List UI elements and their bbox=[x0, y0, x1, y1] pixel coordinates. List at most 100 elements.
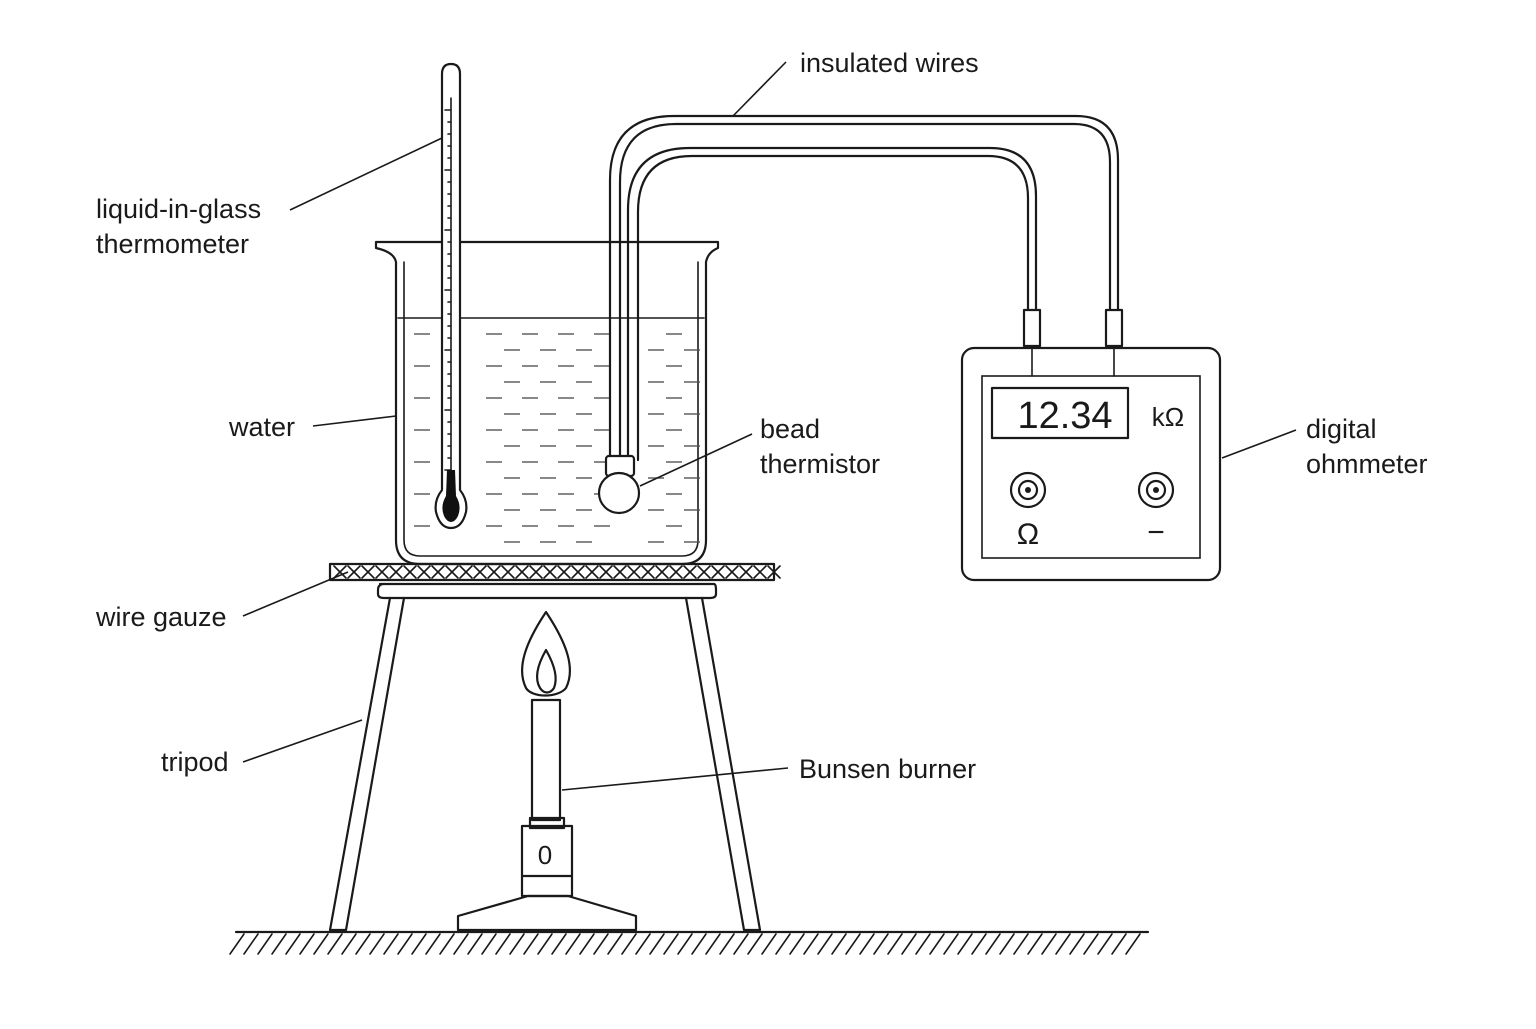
gauze-strand bbox=[445, 565, 459, 579]
label-ohmmeter-line1: digital bbox=[1306, 414, 1377, 444]
hatch-mark bbox=[369, 933, 385, 955]
hatch-mark bbox=[775, 933, 791, 955]
label-thermometer-line1: liquid-in-glass bbox=[96, 194, 261, 224]
hatch-mark bbox=[579, 933, 595, 955]
label-wire-gauze: wire gauze bbox=[95, 602, 227, 632]
hatch-mark bbox=[803, 933, 819, 955]
gauze-strand bbox=[543, 565, 557, 579]
gauze-strand bbox=[711, 565, 725, 579]
gauze-strand bbox=[669, 565, 683, 579]
hatch-mark bbox=[453, 933, 469, 955]
hatch-mark bbox=[999, 933, 1015, 955]
gauze-strand bbox=[725, 565, 739, 579]
hatch-mark bbox=[523, 933, 539, 955]
hatch-mark bbox=[425, 933, 441, 955]
hatch-mark bbox=[985, 933, 1001, 955]
negative-terminal-symbol: − bbox=[1147, 516, 1165, 549]
hatch-mark bbox=[1097, 933, 1113, 955]
beaker bbox=[374, 240, 720, 566]
hatch-mark bbox=[845, 933, 861, 955]
hatch-mark bbox=[509, 933, 525, 955]
gauze-strand bbox=[697, 565, 711, 579]
tripod bbox=[328, 582, 762, 932]
gauze-strand bbox=[585, 565, 599, 579]
hatch-mark bbox=[887, 933, 903, 955]
hatch-mark bbox=[971, 933, 987, 955]
hatch-mark bbox=[229, 933, 245, 955]
hatch-mark bbox=[705, 933, 721, 955]
label-bead-line1: bead bbox=[760, 414, 820, 444]
hatch-mark bbox=[761, 933, 777, 955]
hatch-mark bbox=[957, 933, 973, 955]
gauze-strand bbox=[473, 565, 487, 579]
gauze-strand bbox=[375, 565, 389, 579]
hatch-mark bbox=[1027, 933, 1043, 955]
ohm-terminal-symbol: Ω bbox=[1017, 518, 1039, 551]
label-bunsen-burner: Bunsen burner bbox=[799, 754, 976, 784]
hatch-mark bbox=[607, 933, 623, 955]
hatch-mark bbox=[411, 933, 427, 955]
gauze-strand bbox=[599, 565, 613, 579]
water bbox=[414, 333, 700, 543]
negative-terminal-icon bbox=[1137, 471, 1175, 509]
hatch-mark bbox=[327, 933, 343, 955]
hatch-mark bbox=[1041, 933, 1057, 955]
hatch-mark bbox=[621, 933, 637, 955]
hatch-mark bbox=[495, 933, 511, 955]
hatch-mark bbox=[271, 933, 287, 955]
gauze-strand bbox=[487, 565, 501, 579]
hatch-mark bbox=[859, 933, 875, 955]
hatch-mark bbox=[929, 933, 945, 955]
gauze-strand bbox=[683, 565, 697, 579]
hatch-mark bbox=[355, 933, 371, 955]
hatch-mark bbox=[257, 933, 273, 955]
hatch-mark bbox=[1125, 933, 1141, 955]
wire-gauze bbox=[328, 562, 781, 582]
hatch-mark bbox=[313, 933, 329, 955]
bench-surface bbox=[229, 930, 1150, 955]
gauze-strand bbox=[627, 565, 641, 579]
hatch-mark bbox=[551, 933, 567, 955]
gauze-strand bbox=[459, 565, 473, 579]
label-thermometer-line2: thermometer bbox=[96, 229, 249, 259]
gauze-strand bbox=[767, 565, 781, 579]
insulated-wires bbox=[608, 114, 1124, 462]
gauze-strand bbox=[417, 565, 431, 579]
hatch-mark bbox=[397, 933, 413, 955]
ohmmeter-unit: kΩ bbox=[1152, 402, 1184, 432]
bead-thermistor bbox=[597, 454, 641, 515]
gauze-strand bbox=[739, 565, 753, 579]
gauze-strand bbox=[403, 565, 417, 579]
hatch-mark bbox=[943, 933, 959, 955]
gauze-strand bbox=[431, 565, 445, 579]
label-bead-line2: thermistor bbox=[760, 449, 880, 479]
label-insulated-wires: insulated wires bbox=[800, 48, 979, 78]
hatch-mark bbox=[243, 933, 259, 955]
hatch-mark bbox=[285, 933, 301, 955]
hatch-mark bbox=[831, 933, 847, 955]
ohm-terminal-icon bbox=[1009, 471, 1047, 509]
gauze-strand bbox=[655, 565, 669, 579]
hatch-mark bbox=[1055, 933, 1071, 955]
hatch-mark bbox=[537, 933, 553, 955]
hatch-mark bbox=[299, 933, 315, 955]
gauze-strand bbox=[361, 565, 375, 579]
gauze-strand bbox=[501, 565, 515, 579]
hatch-mark bbox=[1083, 933, 1099, 955]
hatch-mark bbox=[1013, 933, 1029, 955]
ohmmeter-reading: 12.34 bbox=[1017, 395, 1112, 437]
gauze-strand bbox=[571, 565, 585, 579]
hatch-mark bbox=[733, 933, 749, 955]
hatch-mark bbox=[747, 933, 763, 955]
ohmmeter-display bbox=[990, 386, 1130, 440]
hatch-mark bbox=[663, 933, 679, 955]
label-water: water bbox=[228, 412, 295, 442]
hatch-mark bbox=[789, 933, 805, 955]
hatch-mark bbox=[593, 933, 609, 955]
hatch-mark bbox=[467, 933, 483, 955]
gauze-strand bbox=[347, 565, 361, 579]
gauze-strand bbox=[515, 565, 529, 579]
hatch-mark bbox=[383, 933, 399, 955]
hatch-mark bbox=[1069, 933, 1085, 955]
